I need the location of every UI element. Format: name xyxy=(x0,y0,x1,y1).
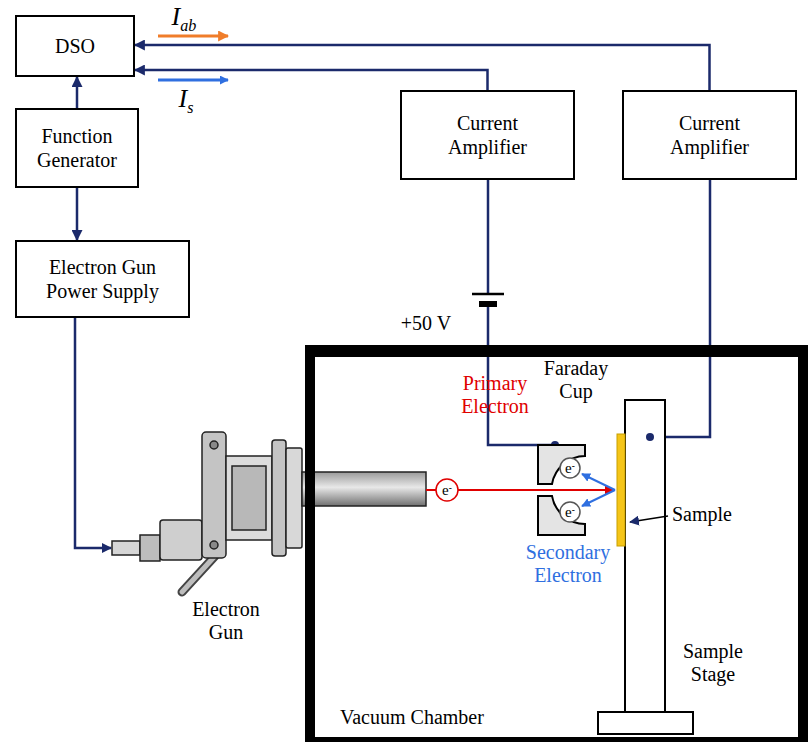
wire xyxy=(650,180,710,437)
signal-wire xyxy=(76,188,79,240)
part-label: Faraday Cup xyxy=(528,357,624,403)
stage-base xyxy=(598,712,693,734)
node-text: Electron Gun Power Supply xyxy=(28,255,178,303)
leader-line xyxy=(630,516,668,522)
voltage-label: +50 V xyxy=(390,312,462,335)
current-symbol: Iab xyxy=(148,2,220,32)
part-label: Sample xyxy=(672,503,748,526)
node-text: Function Generator xyxy=(25,124,129,172)
current-symbol: Is xyxy=(150,84,222,114)
current-arrow xyxy=(158,35,228,38)
signal-wire xyxy=(135,70,488,90)
electron-symbol: e- xyxy=(558,503,582,523)
electron-symbol: e- xyxy=(558,459,582,479)
electron-circle xyxy=(560,502,580,522)
faraday-cup xyxy=(538,445,585,484)
part-label: Electron Gun xyxy=(186,598,266,644)
electron-gun xyxy=(112,432,426,592)
wire xyxy=(75,318,111,548)
power-supply-box: Electron Gun Power Supply xyxy=(15,240,190,318)
secondary-arrow xyxy=(582,490,615,506)
electron-circle xyxy=(560,458,580,478)
node-text: Vacuum Chamber xyxy=(340,705,484,729)
stage-column xyxy=(625,400,665,712)
current-arrow xyxy=(158,79,228,82)
junction-dot xyxy=(646,433,654,441)
amplifier-box: Current Amplifier xyxy=(400,90,575,180)
generator-box: Function Generator xyxy=(15,108,139,188)
sample-plate xyxy=(617,434,625,546)
beam-label: Primary Electron xyxy=(450,372,540,418)
part-label: Sample Stage xyxy=(670,640,756,686)
wire xyxy=(487,180,490,294)
electron-circle xyxy=(436,479,458,501)
signal-wire xyxy=(76,77,79,108)
faraday-cup xyxy=(538,496,585,535)
node-text: Current Amplifier xyxy=(655,111,765,159)
amplifier-box: Current Amplifier xyxy=(622,90,797,180)
battery-symbol xyxy=(472,293,504,296)
electron-symbol: e- xyxy=(435,481,459,501)
node-text: DSO xyxy=(55,34,95,58)
oscilloscope-box: DSO xyxy=(15,15,135,77)
battery-symbol xyxy=(479,301,497,307)
signal-wire xyxy=(135,45,710,90)
beam-label: Secondary Electron xyxy=(516,541,620,587)
node-text: Current Amplifier xyxy=(433,111,543,159)
secondary-arrow xyxy=(582,474,615,490)
